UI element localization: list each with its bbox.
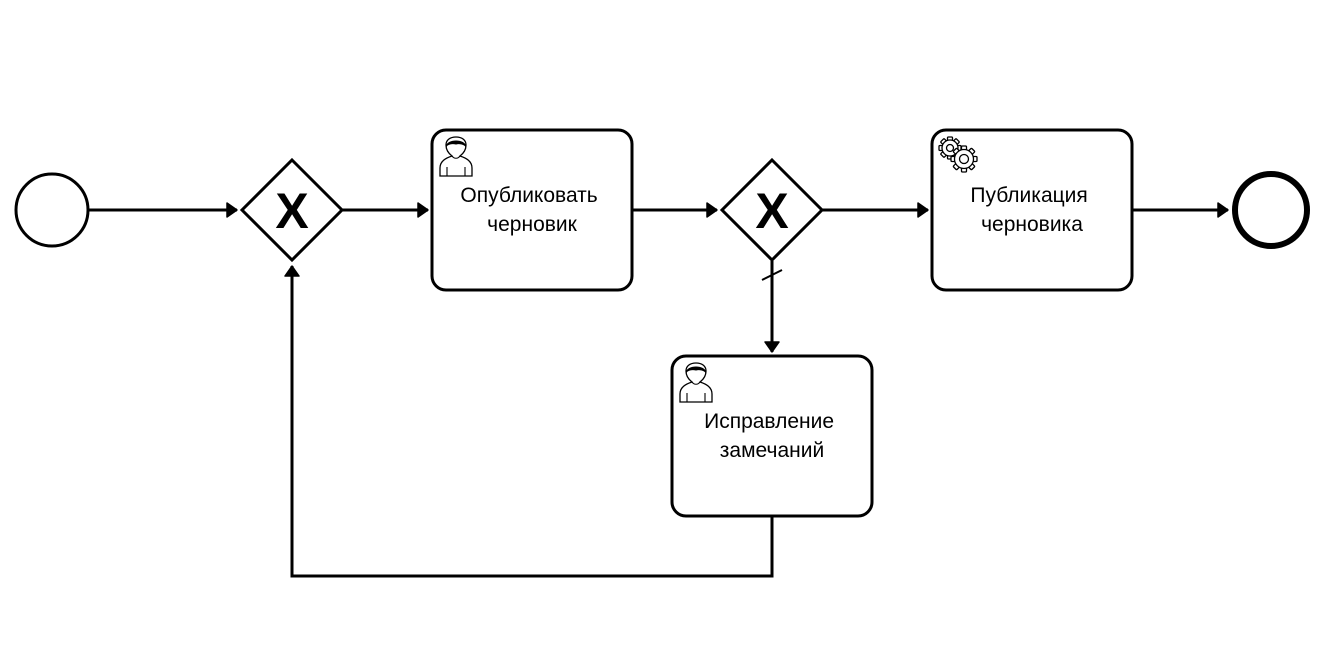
task-publish-draft[interactable]: Опубликовать черновик: [430, 128, 634, 292]
svg-text:Опубликовать черновик: Опубликовать черновик: [460, 184, 603, 236]
task-label-line: Публикация: [970, 184, 1087, 207]
svg-text:Публикация черновика: Публикация черновика: [970, 184, 1093, 236]
exclusive-gateway-2[interactable]: X: [719, 157, 825, 263]
task-label-line: замечаний: [720, 439, 824, 462]
start-event[interactable]: [14, 172, 90, 248]
flow-task-fix-remarks-to-gateway-1[interactable]: [284, 265, 774, 578]
task-label-line: Опубликовать: [460, 184, 597, 207]
end-event[interactable]: [1232, 171, 1310, 249]
sequence-flows: [89, 202, 1229, 578]
task-label-line: черновик: [487, 213, 577, 236]
task-fix-remarks[interactable]: Исправление замечаний: [670, 354, 874, 518]
gateway-marker: X: [755, 183, 788, 239]
user-icon: [679, 362, 713, 403]
svg-text:Исправление замечаний: Исправление замечаний: [704, 410, 840, 462]
task-draft-publication[interactable]: Публикация черновика: [930, 128, 1134, 292]
task-label-line: Исправление: [704, 410, 834, 433]
gear-icon: [938, 136, 978, 173]
user-icon: [439, 136, 473, 177]
task-label-line: черновика: [981, 213, 1083, 236]
gateway-marker: X: [275, 183, 308, 239]
default-flow-marker: [761, 269, 783, 281]
exclusive-gateway-1[interactable]: X: [239, 157, 345, 263]
